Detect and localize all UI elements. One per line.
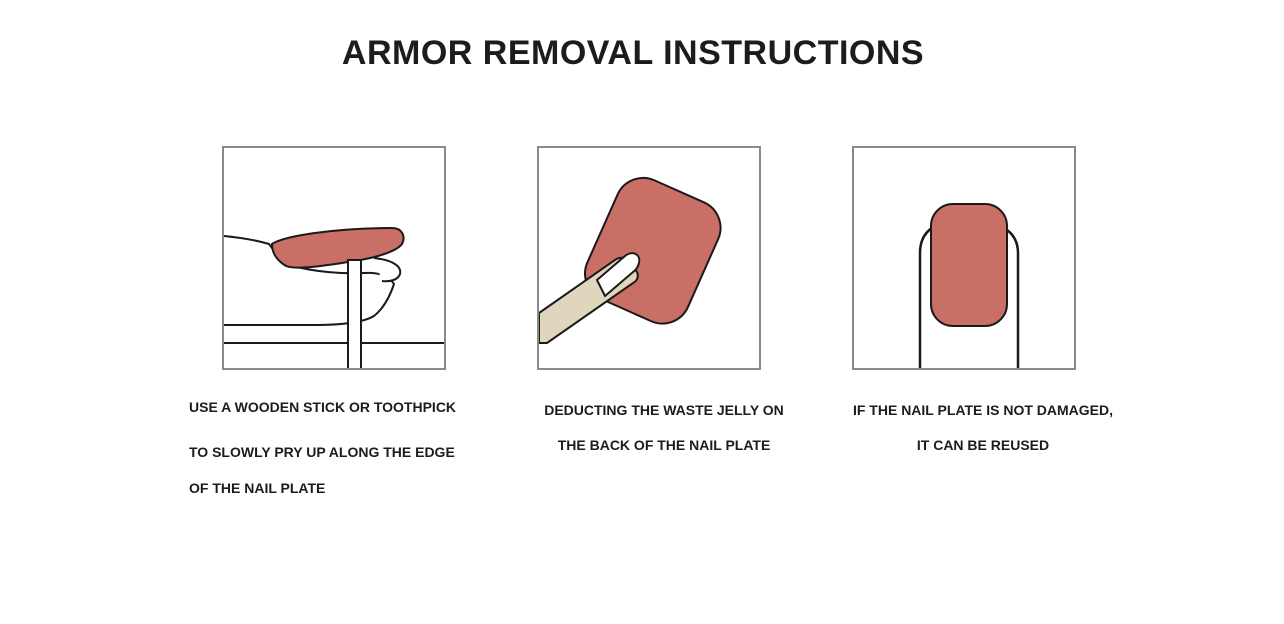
- press-on-nail: [930, 203, 1008, 327]
- step-1-caption-line-1: USE A WOODEN STICK OR TOOTHPICK: [189, 399, 457, 415]
- step-2-caption-line-2: THE BACK OF THE NAIL PLATE: [557, 437, 771, 453]
- page-title: ARMOR REMOVAL INSTRUCTIONS: [341, 34, 925, 72]
- step-1-caption-line-3: OF THE NAIL PLATE: [189, 480, 326, 496]
- press-on-nail: [584, 176, 722, 325]
- step-1-caption-line-2: TO SLOWLY PRY UP ALONG THE EDGE: [189, 444, 455, 460]
- step-2-caption-line-1: DEDUCTING THE WASTE JELLY ON: [544, 402, 784, 418]
- step-2-illustration: [537, 146, 761, 370]
- step-1-illustration: [222, 146, 446, 370]
- wooden-stick: [347, 259, 362, 368]
- step-3-caption-line-1: IF THE NAIL PLATE IS NOT DAMAGED,: [852, 402, 1114, 418]
- finger-side-view-drawing: [224, 226, 444, 368]
- press-on-nail: [270, 226, 405, 269]
- finger-front-view-drawing: [918, 203, 1020, 368]
- fingertip-outline: [373, 257, 402, 283]
- step-3-caption-line-2: IT CAN BE REUSED: [916, 437, 1050, 453]
- stick-tip: [595, 252, 641, 298]
- nail-scraping-drawing: [539, 176, 722, 344]
- step-3-illustration: [852, 146, 1076, 370]
